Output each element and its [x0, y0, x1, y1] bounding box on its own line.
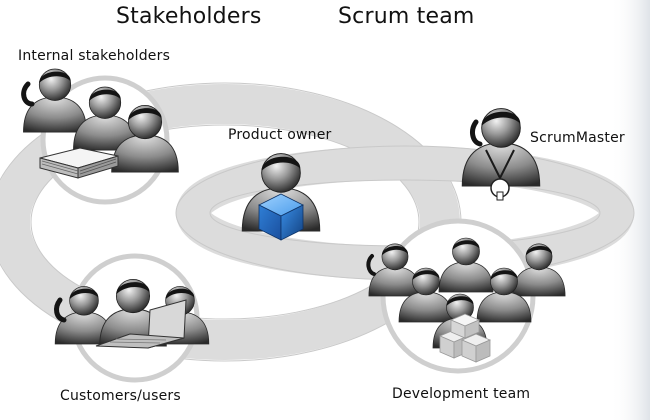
development-team-label: Development team [392, 386, 531, 402]
blue-cube-icon [258, 193, 304, 241]
internal-stakeholders-label: Internal stakeholders [18, 48, 171, 64]
product-owner-label: Product owner [228, 127, 332, 143]
product-boxes-icon [438, 313, 492, 363]
scrum-master-figure [461, 108, 541, 201]
internal-stakeholders-group [21, 68, 179, 179]
product-owner-figure [241, 153, 321, 241]
scrum-team-header: Scrum team [338, 4, 475, 29]
whistle-icon [490, 178, 510, 201]
laptop-icon [95, 299, 187, 349]
customers-users-label: Customers/users [60, 388, 181, 404]
money-stack-icon [39, 147, 119, 179]
scrum-master-label: ScrumMaster [530, 130, 625, 146]
stakeholders-header: Stakeholders [116, 4, 262, 29]
stakeholder-ring-inner-edge [30, 124, 420, 320]
development-team-group [366, 237, 566, 363]
customers-users-group [54, 278, 210, 349]
